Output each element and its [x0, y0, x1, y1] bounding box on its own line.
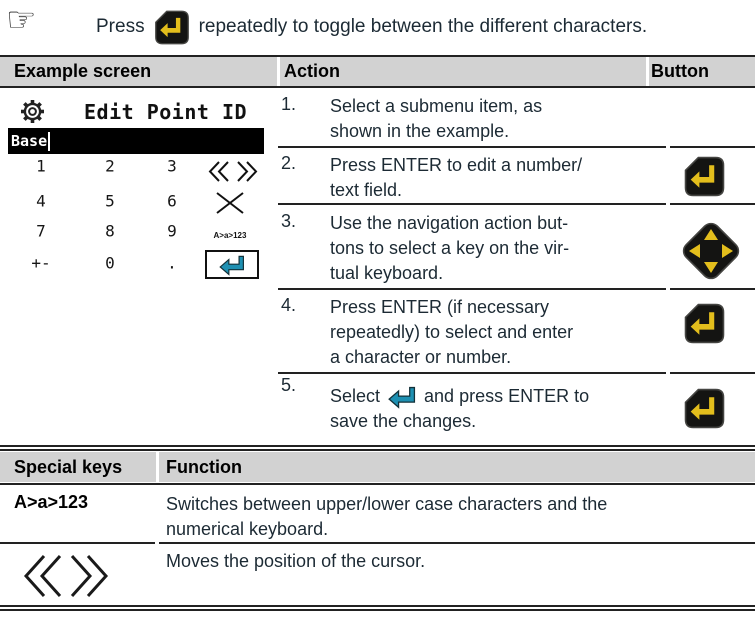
step-line: Press ENTER (if necessary [330, 297, 550, 317]
key-9: 9 [167, 221, 177, 241]
key-8: 8 [105, 221, 115, 241]
pointing-hand-icon: ☞ [6, 1, 37, 39]
key-3: 3 [167, 156, 177, 176]
step-line: Press ENTER to edit a number/ [330, 155, 583, 175]
step-line: shown in the example. [330, 121, 510, 141]
row-divider [159, 542, 755, 544]
table1-header-bottom-rule [0, 86, 755, 88]
header-special-keys: Special keys [14, 457, 123, 477]
function-line: numerical keyboard. [166, 519, 329, 539]
header-separator [156, 452, 159, 482]
step-number: 2. [281, 153, 297, 173]
step-line: tons to select a key on the vir- [330, 238, 570, 258]
table2-top-rule [0, 449, 755, 451]
table1-top-rule [0, 55, 755, 57]
screen-title: Edit Point ID [84, 100, 248, 124]
function-line: Moves the position of the cursor. [166, 551, 426, 571]
step-line: a character or number. [330, 347, 512, 367]
enter-key-icon [154, 10, 190, 45]
step-text: Press ENTER to edit a number/ text field… [330, 153, 582, 203]
step-line: Select [330, 386, 381, 406]
enter-key-icon [684, 388, 725, 429]
step-line: Select a submenu item, as [330, 96, 543, 116]
step-number: 4. [281, 295, 297, 315]
special-key-function: Switches between upper/lower case charac… [166, 492, 607, 542]
header-button: Button [651, 61, 709, 81]
table1-header: Example screen Action Button [0, 57, 755, 86]
key-4: 4 [36, 191, 46, 211]
row-divider [278, 146, 666, 148]
step-text: Use the navigation action but- tons to s… [330, 211, 569, 286]
header-function: Function [166, 457, 242, 477]
row-divider [278, 288, 666, 290]
key-plusminus: +- [31, 253, 51, 273]
row-divider [278, 203, 666, 205]
row-divider [670, 372, 755, 374]
step-text: Press ENTER (if necessary repeatedly) to… [330, 295, 573, 370]
shift-key-label: A>a>123 [213, 231, 247, 240]
key-dot: . [167, 253, 177, 273]
table2-top-rule [0, 445, 755, 447]
function-line: Switches between upper/lower case charac… [166, 494, 608, 514]
key-2: 2 [105, 156, 115, 176]
delete-icon [213, 191, 247, 215]
row-divider [670, 288, 755, 290]
row-divider [670, 203, 755, 205]
key-7: 7 [36, 221, 46, 241]
table2-bottom-rule [0, 609, 755, 611]
row-divider [0, 542, 155, 544]
step-text: Select a submenu item, as shown in the e… [330, 94, 542, 144]
special-keys-header: Special keys Function [0, 452, 755, 482]
point-id-field: Base [8, 128, 264, 154]
cursor-keys-icon [207, 160, 259, 183]
key-5: 5 [105, 191, 115, 211]
table2-header-bottom-rule [0, 483, 755, 485]
step-number: 1. [281, 94, 297, 114]
step-line: and press ENTER to [424, 386, 590, 406]
step-line: text field. [330, 180, 403, 200]
field-value: Base [11, 132, 48, 150]
step-line: Use the navigation action but- [330, 213, 569, 233]
row-divider [670, 146, 755, 148]
text-cursor [48, 131, 51, 151]
step-line: repeatedly) to select and enter [330, 322, 574, 342]
key-6: 6 [167, 191, 177, 211]
enter-key-icon [684, 303, 725, 344]
special-key-name: A>a>123 [14, 492, 89, 512]
step-text: Select and press ENTER to save the chang… [330, 384, 589, 434]
tip-note: Press repeatedly to toggle between the d… [96, 6, 647, 48]
cursor-keys-icon [20, 552, 112, 600]
row-divider [278, 372, 666, 374]
header-action: Action [284, 61, 340, 81]
gear-icon [19, 98, 46, 125]
step-line: save the changes. [330, 411, 477, 431]
header-example-screen: Example screen [14, 61, 152, 81]
key-1: 1 [36, 156, 46, 176]
step-line: tual keyboard. [330, 263, 444, 283]
tip-text-suffix: repeatedly to toggle between the differe… [198, 16, 648, 37]
step-number: 3. [281, 211, 297, 231]
special-key-function: Moves the position of the cursor. [166, 549, 425, 574]
step-number: 5. [281, 375, 297, 395]
table2-bottom-rule [0, 605, 755, 607]
enter-save-icon [387, 385, 417, 409]
header-separator [646, 57, 649, 86]
key-0: 0 [105, 253, 115, 273]
header-separator [277, 57, 280, 86]
nav-pad-icon [674, 215, 748, 287]
enter-save-key [205, 250, 259, 279]
tip-text-prefix: Press [96, 16, 145, 37]
enter-key-icon [684, 156, 725, 197]
